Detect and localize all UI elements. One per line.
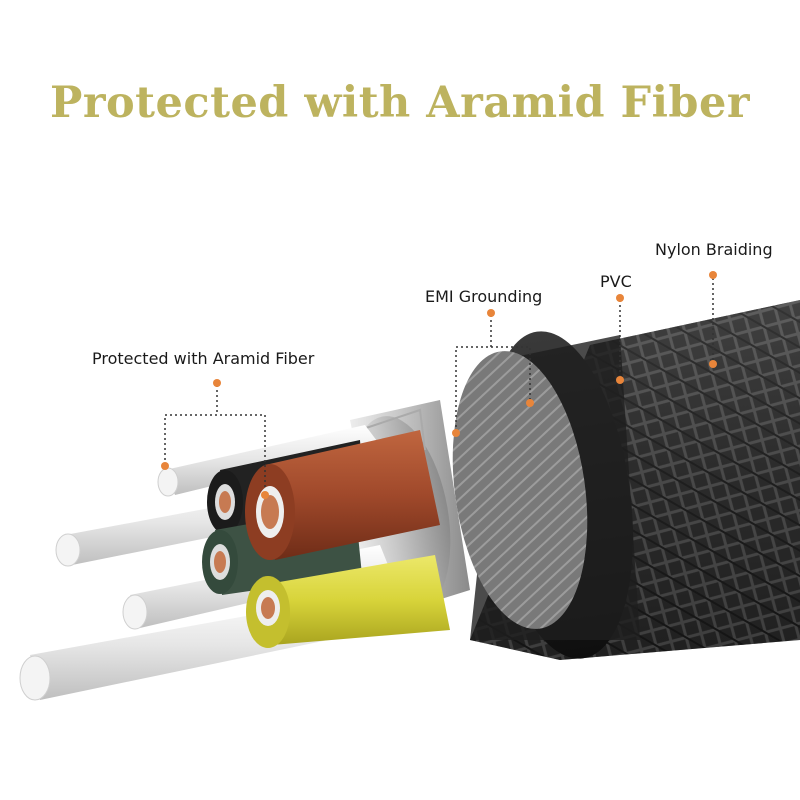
label-pvc: PVC	[600, 272, 632, 291]
copper-core-wire	[245, 430, 440, 560]
label-nylon-braiding: Nylon Braiding	[655, 240, 773, 259]
emi-grounding-layer	[452, 351, 588, 629]
marker-aramid-strand	[161, 462, 169, 470]
marker-emi-label	[487, 309, 495, 317]
callout-leaders	[164, 278, 714, 490]
marker-aramid-core	[261, 491, 269, 499]
marker-emi-sleeve	[452, 429, 460, 437]
label-aramid-fiber: Protected with Aramid Fiber	[92, 349, 315, 368]
marker-nylon-label	[709, 271, 717, 279]
headline: Protected with Aramid Fiber	[50, 78, 750, 128]
label-emi-grounding: EMI Grounding	[425, 287, 543, 306]
marker-pvc-label	[616, 294, 624, 302]
marker-pvc-layer	[616, 376, 624, 384]
callout-markers	[161, 271, 717, 499]
marker-aramid-label	[213, 379, 221, 387]
yellow-core-wire	[246, 555, 450, 648]
marker-nylon-layer	[709, 360, 717, 368]
marker-emi-foil	[526, 399, 534, 407]
